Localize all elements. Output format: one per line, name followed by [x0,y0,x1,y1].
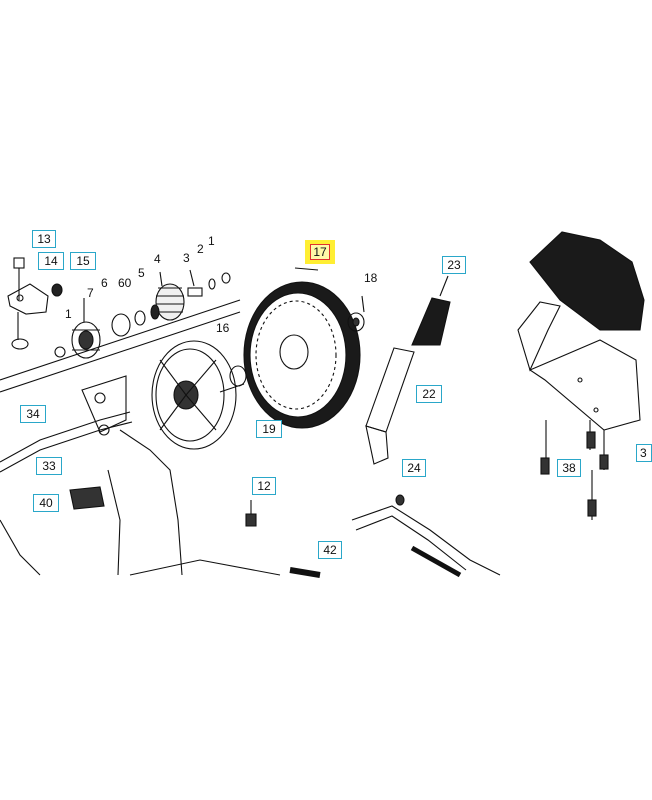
frame [0,375,281,576]
spring-5 [150,304,160,320]
screw-24 [395,494,405,506]
axle-34 [0,299,241,393]
ring-6 [111,313,131,337]
clip-2 [208,278,216,290]
callout-34[interactable]: 34 [20,405,46,423]
label-1b: 1 [65,307,72,321]
label-18: 18 [364,271,378,285]
label-3: 3 [183,251,190,265]
callout-40[interactable]: 40 [33,494,59,512]
callout-38[interactable]: 38 [557,459,581,477]
pinion-7 [54,298,101,359]
hub-19 [151,340,245,450]
bearing-18 [347,295,365,332]
pad-40 [69,486,105,510]
label-4: 4 [154,252,161,266]
label-7: 7 [87,286,94,300]
label-5: 5 [138,266,145,280]
bag-assembly [517,231,645,520]
label-1: 1 [208,234,215,248]
washer-16 [229,365,247,387]
label-60: 60 [118,276,132,290]
callout-42[interactable]: 42 [318,541,342,559]
callout-13[interactable]: 13 [32,230,56,248]
label-2: 2 [197,242,204,256]
callout-12[interactable]: 12 [252,477,276,495]
gear-4 [155,271,185,321]
lower-handle [351,505,501,578]
callout-24[interactable]: 24 [402,459,426,477]
washer-60 [134,310,146,326]
bracket-14 [7,283,49,350]
wheel-17 [243,267,361,429]
lever-22 [365,347,415,465]
label-6: 6 [101,276,108,290]
callout-22[interactable]: 22 [416,385,442,403]
callout-17[interactable]: 17 [310,244,330,260]
bolt-12 [245,500,257,527]
callout-14[interactable]: 14 [38,252,64,270]
callout-33[interactable]: 33 [36,457,62,475]
bolt-13 [13,257,25,300]
callout-15[interactable]: 15 [70,252,96,270]
callout-23[interactable]: 23 [442,256,466,274]
highlight-17[interactable]: 17 [305,240,335,264]
label-16: 16 [216,321,230,335]
nut-15 [51,283,63,297]
grip-42 [289,567,321,578]
shaft-3 [187,269,203,297]
knob-23 [411,275,451,346]
callout-3-right[interactable]: 3 [636,444,652,462]
callout-19[interactable]: 19 [256,420,282,438]
pin-1 [221,272,231,284]
rod-33 [0,411,133,473]
